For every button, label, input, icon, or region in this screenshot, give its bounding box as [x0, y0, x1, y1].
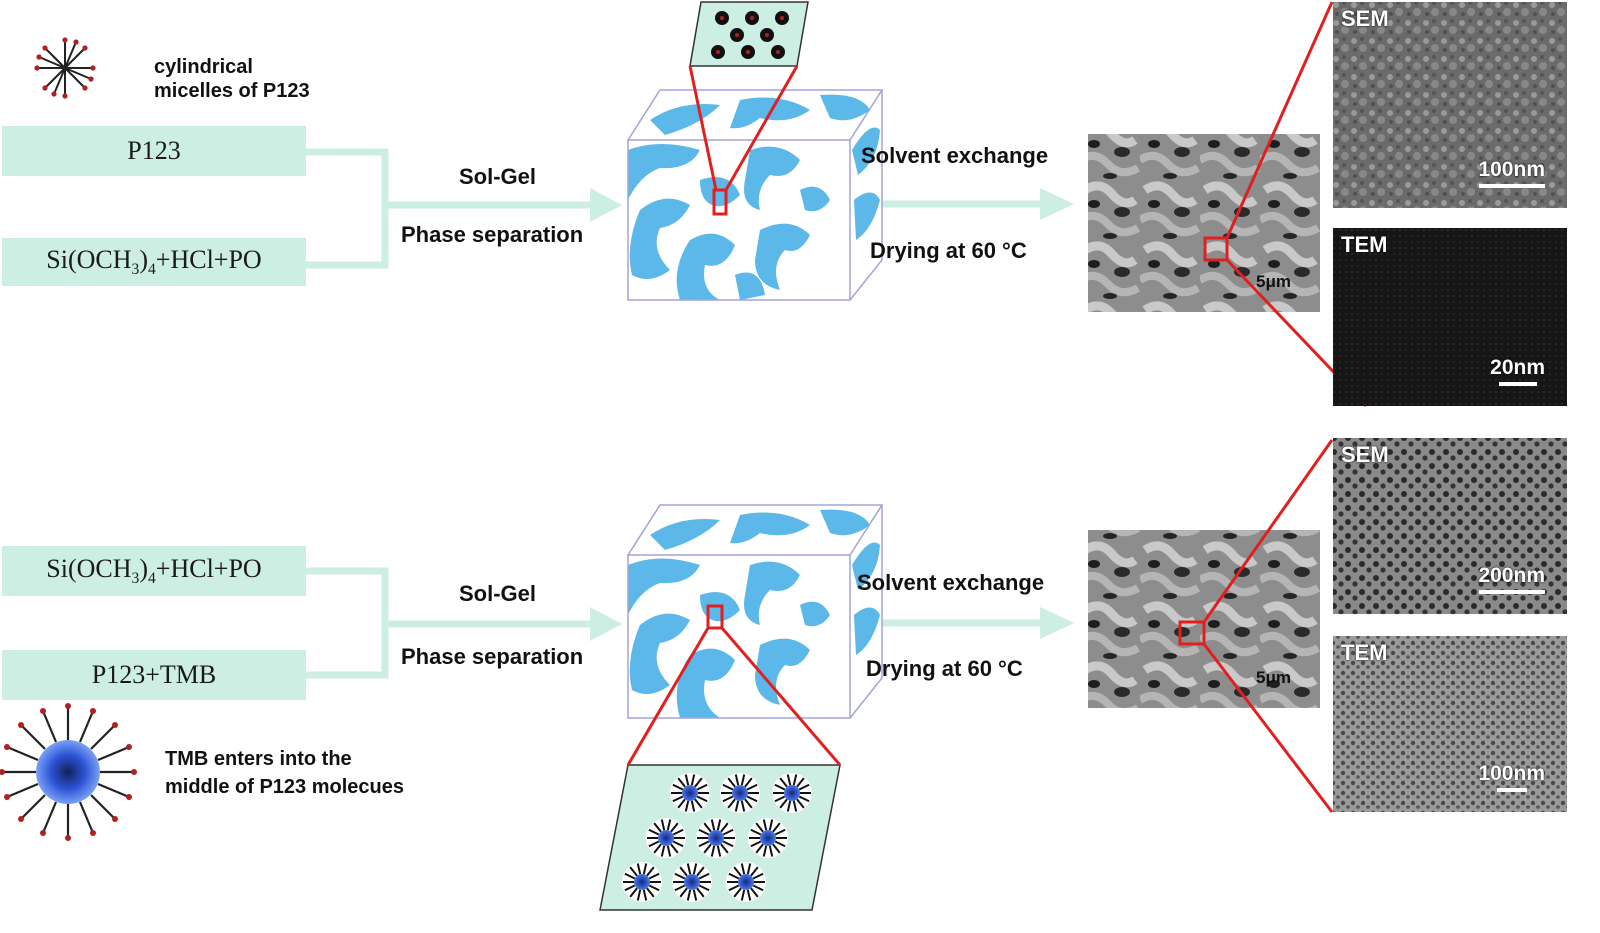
- bottom-gel-cube: [627, 504, 884, 719]
- bottom-legend-line-2: middle of P123 molecues: [165, 776, 404, 798]
- bottom-reagent-p123-tmb-label: P123+TMB: [91, 660, 217, 689]
- top-connector: [306, 148, 590, 269]
- bottom-tem-scalebar: 100nm: [1478, 762, 1545, 792]
- bottom-reagent-p123-tmb: P123+TMB: [2, 650, 306, 700]
- tmb-micelle: [670, 773, 710, 813]
- top-sem-scalebar: 100nm: [1478, 158, 1545, 188]
- bottom-overview-scale: 5μm: [1256, 668, 1291, 687]
- bottom-arrow-1: [590, 607, 622, 641]
- tmb-micelle: [696, 818, 736, 858]
- bottom-step1-solgel: Sol-Gel: [459, 581, 537, 606]
- top-reagent-p123-label: P123: [127, 136, 181, 165]
- top-step1-solgel: Sol-Gel: [459, 164, 537, 189]
- top-sem-panel: [1333, 2, 1567, 208]
- tmb-micelle: [748, 818, 788, 858]
- top-micelle-icon: [34, 37, 96, 99]
- top-tem-panel: [1333, 228, 1567, 406]
- top-arrow-1: [590, 188, 622, 222]
- bottom-sem-title: SEM: [1341, 442, 1389, 467]
- tmb-micelle: [646, 818, 686, 858]
- top-tem-labels: TEM 20nm: [1333, 228, 1567, 406]
- bottom-sem-panel: [1333, 438, 1567, 614]
- bottom-overview-micrograph: [1088, 439, 1334, 813]
- top-tem-scalebar: 20nm: [1490, 356, 1545, 386]
- bottom-tmb-micelle-icon: [0, 703, 137, 841]
- bottom-legend-line-1: TMB enters into the: [165, 748, 352, 770]
- top-reagent-silane-label: Si(OCH3)4+HCl+PO: [46, 244, 262, 279]
- bottom-connector: [306, 567, 590, 679]
- bottom-sem-scale-text: 200nm: [1478, 564, 1545, 587]
- top-step1-phase: Phase separation: [401, 222, 584, 247]
- top-overview-micrograph: [1088, 1, 1368, 408]
- bottom-step1-phase: Phase separation: [401, 644, 584, 669]
- tmb-micelle: [720, 773, 760, 813]
- top-tem-scale-text: 20nm: [1490, 356, 1545, 379]
- top-legend-note: cylindrical micelles of P123: [154, 52, 310, 106]
- bottom-step2-solvent: Solvent exchange: [857, 570, 1045, 595]
- bottom-reagent-silane: Si(OCH3)4+HCl+PO: [2, 546, 306, 596]
- top-sem-title: SEM: [1341, 6, 1389, 31]
- top-step2-drying: Drying at 60 °C: [870, 238, 1027, 263]
- bottom-step2-drying: Drying at 60 °C: [866, 656, 1023, 681]
- top-reagent-silane: Si(OCH3)4+HCl+PO: [2, 238, 306, 286]
- top-reagent-p123: P123: [2, 126, 306, 176]
- top-overview-scale: 5μm: [1256, 272, 1291, 291]
- top-sem-scale-text: 100nm: [1478, 158, 1545, 181]
- bottom-tem-panel: [1333, 636, 1567, 812]
- top-legend-line-2: micelles of P123: [154, 80, 310, 102]
- top-sem-labels: SEM 100nm: [1333, 2, 1567, 208]
- tmb-micelle: [622, 862, 662, 902]
- tmb-micelle: [726, 862, 766, 902]
- bottom-tem-title: TEM: [1341, 640, 1388, 665]
- top-tem-title: TEM: [1341, 232, 1388, 257]
- top-micelle-inset: [688, 1, 809, 216]
- top-step2-solvent: Solvent exchange: [861, 143, 1049, 168]
- top-gel-cube: [627, 89, 884, 301]
- tmb-micelle: [772, 773, 812, 813]
- top-legend-line-1: cylindrical: [154, 56, 253, 78]
- tmb-micelle: [672, 862, 712, 902]
- bottom-reagent-silane-label: Si(OCH3)4+HCl+PO: [46, 553, 262, 588]
- bottom-tem-labels: TEM 100nm: [1333, 636, 1567, 812]
- bottom-legend-note: TMB enters into the middle of P123 molec…: [165, 744, 404, 802]
- bottom-sem-labels: SEM 200nm: [1333, 438, 1567, 614]
- bottom-tem-scale-text: 100nm: [1478, 762, 1545, 785]
- bottom-sem-scalebar: 200nm: [1478, 564, 1545, 594]
